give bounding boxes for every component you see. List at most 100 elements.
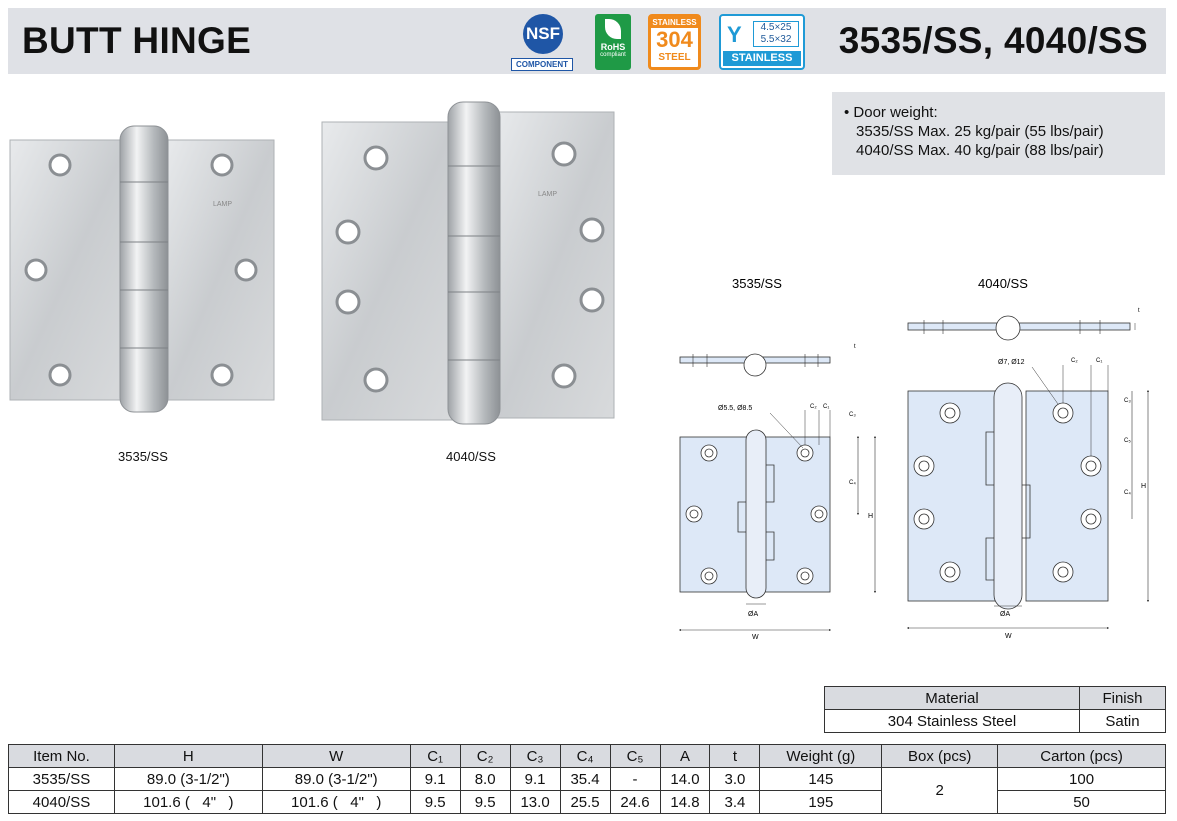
cell-box: 2 [881, 767, 999, 814]
screw-sizes: 4.5×25 5.5×32 [753, 21, 799, 47]
header-bar: BUTT HINGE NSF COMPONENT RoHS compliant … [8, 8, 1166, 74]
cell-weight: 145 [759, 767, 883, 791]
cell-weight: 195 [759, 790, 883, 814]
stainless-304-badge: STAINLESS 304 STEEL [648, 14, 701, 70]
cell-t: 3.0 [709, 767, 761, 791]
cell-c1: 9.1 [409, 767, 461, 791]
cell-c1: 9.5 [409, 790, 461, 814]
dim-h-label-small: H [868, 513, 873, 520]
dim-a-label-large: ØA [1000, 611, 1010, 618]
dim-c2-label-large: C₂ [1071, 358, 1078, 364]
col-weight: Weight (g) [759, 744, 883, 768]
dim-w-label-small: W [752, 634, 759, 640]
col-carton: Carton (pcs) [997, 744, 1166, 768]
stainless-screw-badge: Y 4.5×25 5.5×32 STAINLESS [719, 14, 805, 70]
cell-carton: 50 [997, 790, 1166, 814]
col-t: t [709, 744, 761, 768]
cell-c3: 13.0 [509, 790, 561, 814]
brand-mark: LAMP [538, 191, 557, 198]
dim-c3-label-large: C₃ [1124, 398, 1131, 404]
dim-c4-label-large: C₄ [1124, 490, 1131, 496]
dim-c4-label-small: C₄ [849, 480, 856, 486]
cell-t: 3.4 [709, 790, 761, 814]
finish-value: Satin [1078, 709, 1167, 733]
steel-bottom-label: STEEL [658, 52, 691, 63]
drawing-title-3535: 3535/SS [732, 276, 782, 291]
spec-header-row: Item No. H W C₁ C₂ C₃ C₄ C₅ A t Weight (… [8, 744, 1166, 768]
dim-c1-label-small: C₁ [823, 404, 829, 410]
rohs-sub-label: compliant [600, 52, 626, 58]
stainless-top-label: STAINLESS [651, 17, 698, 28]
drawing-3535-top-view: t [679, 344, 856, 377]
col-c1: C₁ [409, 744, 461, 768]
finish-header: Finish [1078, 686, 1167, 710]
col-a: A [659, 744, 711, 768]
hole-size-large: Ø7, Ø12 [998, 359, 1025, 366]
dim-w-label-large: W [1005, 633, 1012, 640]
cell-c4: 25.5 [559, 790, 611, 814]
brand-mark: LAMP [213, 201, 232, 208]
photo-caption-3535: 3535/SS [118, 449, 168, 464]
nsf-component-label: COMPONENT [511, 58, 573, 71]
leaf-icon [605, 19, 621, 39]
dim-c1-label-large: C₁ [1096, 358, 1102, 364]
col-item-no: Item No. [8, 744, 115, 768]
nsf-badge: NSF COMPONENT [511, 14, 573, 71]
dim-a-label-small: ØA [748, 611, 758, 618]
cell-c2: 9.5 [459, 790, 511, 814]
drawing-4040-top-view: t [907, 308, 1140, 341]
material-value: 304 Stainless Steel [824, 709, 1080, 733]
cell-c2: 8.0 [459, 767, 511, 791]
col-c2: C₂ [459, 744, 511, 768]
nsf-logo-icon: NSF [523, 14, 563, 54]
dim-c5-label-large: C₅ [1124, 438, 1131, 444]
col-box: Box (pcs) [881, 744, 999, 768]
steel-grade-label: 304 [656, 27, 693, 52]
cell-carton: 100 [997, 767, 1166, 791]
material-finish-table: Material Finish 304 Stainless Steel Sati… [824, 686, 1167, 733]
cell-w: 101.6 ( 4" ) [261, 790, 411, 814]
cell-h: 89.0 (3-1/2") [113, 767, 263, 791]
note-heading: • Door weight: [844, 104, 938, 121]
rohs-label: RoHS [600, 42, 626, 52]
rohs-badge: RoHS compliant [595, 14, 631, 70]
hinge-photo-3535: LAMP [9, 125, 275, 413]
col-w: W [261, 744, 411, 768]
dim-t-label: t [854, 344, 856, 350]
screw-icon: Y [727, 22, 742, 47]
note-line-3535: 3535/SS Max. 25 kg/pair (55 lbs/pair) [856, 123, 1104, 140]
screw-size-2: 5.5×32 [760, 34, 792, 45]
cell-item-no: 4040/SS [8, 790, 115, 814]
cell-a: 14.8 [659, 790, 711, 814]
table-row: 3535/SS 89.0 (3-1/2") 89.0 (3-1/2") 9.1 … [8, 767, 1166, 814]
cell-h: 101.6 ( 4" ) [113, 790, 263, 814]
dim-t-label-large: t [1138, 308, 1140, 314]
dim-c2-label-small: C₂ [810, 404, 817, 410]
drawing-4040-front-view: W H C₃ C₅ C₄ C₂ C₁ Ø7, Ø12 ØA [906, 358, 1150, 640]
material-header: Material [824, 686, 1080, 710]
door-weight-note: • Door weight: 3535/SS Max. 25 kg/pair (… [832, 92, 1165, 175]
col-h: H [113, 744, 263, 768]
model-numbers: 3535/SS, 4040/SS [838, 20, 1148, 61]
cell-w: 89.0 (3-1/2") [261, 767, 411, 791]
page-title: BUTT HINGE [22, 20, 252, 61]
cell-c3: 9.1 [509, 767, 561, 791]
dim-c3-label-small: C₃ [849, 412, 856, 418]
table-row: 4040/SS 101.6 ( 4" ) 101.6 ( 4" ) 9.5 9.… [8, 790, 1166, 814]
cell-c5: - [609, 767, 661, 791]
hinge-photo-4040: LAMP [321, 101, 615, 425]
col-c3: C₃ [509, 744, 561, 768]
drawing-3535-front-view: W H C₄ C₃ C₂ C₁ Ø5.5, Ø8.5 ØA [678, 404, 877, 640]
specification-table: Item No. H W C₁ C₂ C₃ C₄ C₅ A t Weight (… [8, 744, 1166, 814]
hole-size-small: Ø5.5, Ø8.5 [718, 405, 752, 412]
col-c5: C₅ [609, 744, 661, 768]
drawing-title-4040: 4040/SS [978, 276, 1028, 291]
photo-caption-4040: 4040/SS [446, 449, 496, 464]
cell-c5: 24.6 [609, 790, 661, 814]
technical-drawings: 3535/SS t W H C₄ C₃ C₂ C₁ [678, 276, 1150, 640]
cell-item-no: 3535/SS [8, 767, 115, 791]
dim-h-label-large: H [1141, 483, 1146, 490]
col-c4: C₄ [559, 744, 611, 768]
cell-a: 14.0 [659, 767, 711, 791]
cell-c4: 35.4 [559, 767, 611, 791]
